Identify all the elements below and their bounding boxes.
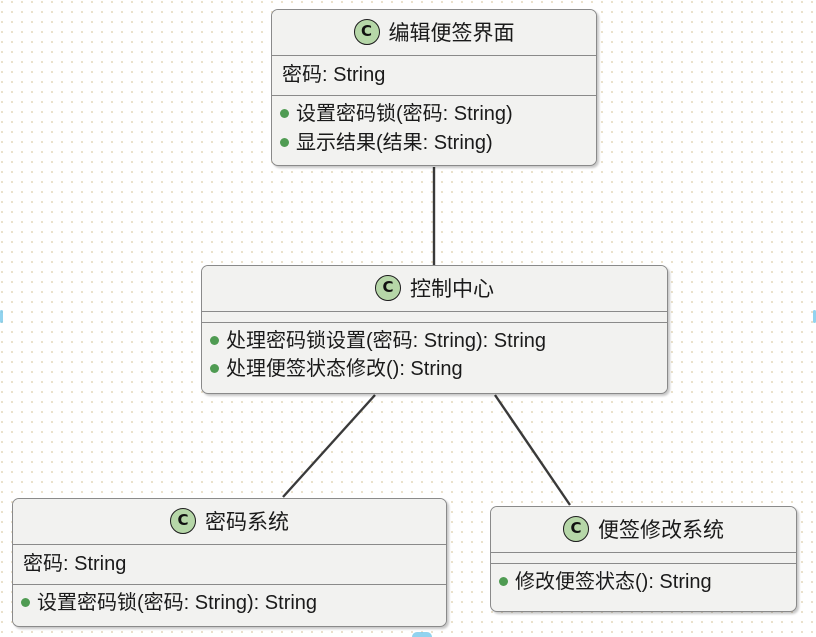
connector-control-center-note-edit-system[interactable] <box>494 394 571 506</box>
operation-row: 处理密码锁设置(密码: String): String <box>210 327 657 355</box>
operation-label: 修改便签状态(): String <box>515 571 712 593</box>
class-separator <box>13 544 446 545</box>
class-box-edit-note-ui[interactable]: C 编辑便签界面 密码: String 设置密码锁(密码: String) 显示… <box>271 9 597 166</box>
class-header-edit-note-ui: C 编辑便签界面 <box>272 10 596 55</box>
class-box-control-center[interactable]: C 控制中心 处理密码锁设置(密码: String): String 处理便签状… <box>201 265 668 394</box>
class-name-note-edit-system: 便签修改系统 <box>598 519 724 542</box>
selection-handle-left[interactable] <box>0 310 3 323</box>
operation-row: 设置密码锁(密码: String): String <box>21 589 436 617</box>
class-box-password-system[interactable]: C 密码系统 密码: String 设置密码锁(密码: String): Str… <box>12 498 447 627</box>
class-box-note-edit-system[interactable]: C 便签修改系统 修改便签状态(): String <box>490 506 797 612</box>
visibility-public-icon <box>280 109 289 119</box>
selection-handle-right[interactable] <box>813 310 816 323</box>
class-stereotype-icon: C <box>170 508 196 534</box>
visibility-public-icon <box>21 598 30 608</box>
class-attributes-note-edit-system <box>491 553 796 563</box>
connector-control-center-password-system[interactable] <box>282 394 376 498</box>
visibility-public-icon <box>280 137 289 147</box>
class-separator <box>202 311 667 312</box>
class-operations-password-system: 设置密码锁(密码: String): String <box>13 585 446 624</box>
operation-label: 处理密码锁设置(密码: String): String <box>226 330 547 352</box>
visibility-public-icon <box>210 336 219 345</box>
class-header-password-system: C 密码系统 <box>13 499 446 544</box>
class-name-edit-note-ui: 编辑便签界面 <box>388 22 515 45</box>
selection-handle-bottom[interactable] <box>412 632 432 637</box>
operation-label: 显示结果(结果: String) <box>296 131 493 154</box>
class-attributes-control-center <box>202 312 667 322</box>
visibility-public-icon <box>210 364 219 374</box>
attribute-row: 密码: String <box>282 64 386 86</box>
visibility-public-icon <box>499 577 508 586</box>
class-operations-note-edit-system: 修改便签状态(): String <box>491 564 796 603</box>
operation-row: 修改便签状态(): String <box>499 568 786 596</box>
class-stereotype-icon: C <box>563 516 589 542</box>
class-operations-edit-note-ui: 设置密码锁(密码: String) 显示结果(结果: String) <box>272 96 596 164</box>
class-attributes-edit-note-ui: 密码: String <box>272 56 596 96</box>
class-name-control-center: 控制中心 <box>410 278 494 301</box>
class-stereotype-icon: C <box>375 275 401 301</box>
class-separator <box>491 552 796 553</box>
attribute-row: 密码: String <box>23 553 127 575</box>
class-name-password-system: 密码系统 <box>205 511 289 534</box>
operation-label: 设置密码锁(密码: String) <box>296 103 513 126</box>
class-separator <box>491 563 796 564</box>
class-header-control-center: C 控制中心 <box>202 266 667 311</box>
class-operations-control-center: 处理密码锁设置(密码: String): String 处理便签状态修改(): … <box>202 323 667 390</box>
operation-row: 设置密码锁(密码: String) <box>280 100 586 128</box>
class-stereotype-icon: C <box>353 19 380 45</box>
class-header-note-edit-system: C 便签修改系统 <box>491 507 796 552</box>
class-separator <box>272 95 596 97</box>
class-attributes-password-system: 密码: String <box>13 545 446 585</box>
class-separator <box>202 322 667 323</box>
operation-label: 设置密码锁(密码: String): String <box>37 592 318 615</box>
operation-row: 处理便签状态修改(): String <box>210 355 657 383</box>
operation-label: 处理便签状态修改(): String <box>226 358 463 381</box>
class-separator <box>272 55 596 56</box>
operation-row: 显示结果(结果: String) <box>280 129 586 157</box>
class-separator <box>13 584 446 586</box>
